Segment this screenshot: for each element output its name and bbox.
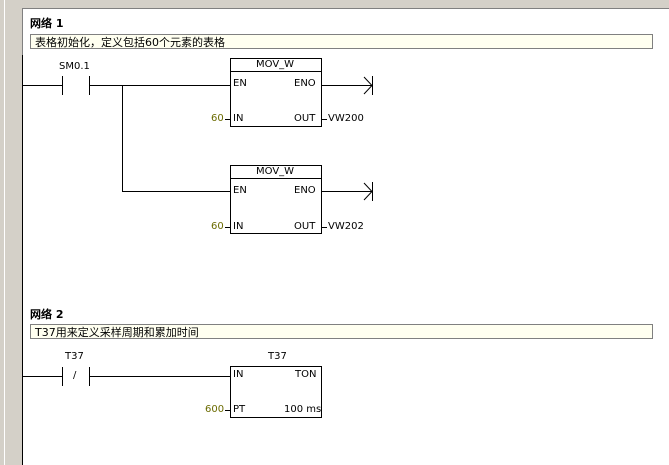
network-1-comment[interactable]: 表格初始化，定义包括60个元素的表格 xyxy=(30,34,653,49)
contact-negation-symbol: / xyxy=(73,370,77,381)
contact-sm01-label[interactable]: SM0.1 xyxy=(59,61,90,72)
box1-en: EN xyxy=(233,78,247,89)
network-2-rungs xyxy=(22,366,322,418)
editor-top-border xyxy=(22,0,669,9)
network-1-title[interactable]: 网络 1 xyxy=(30,17,64,30)
network-1-rungs xyxy=(22,58,373,234)
box1-name: MOV_W xyxy=(256,59,295,70)
box2-out: OUT xyxy=(294,221,316,232)
timer-pt: PT xyxy=(233,404,246,415)
box2-name: MOV_W xyxy=(256,166,295,177)
box2-out-value[interactable]: VW202 xyxy=(328,221,364,232)
timer-pt-value[interactable]: 600 xyxy=(205,404,225,415)
box1-out-value[interactable]: VW200 xyxy=(328,113,364,124)
timer-type: TON xyxy=(295,369,317,380)
box2-eno: ENO xyxy=(294,185,316,196)
contact-t37-label[interactable]: T37 xyxy=(65,351,84,362)
timer-box xyxy=(230,366,322,418)
box1-in-value[interactable]: 60 xyxy=(211,113,224,124)
mov-w-box-2 xyxy=(230,165,322,234)
box1-eno: ENO xyxy=(294,78,316,89)
box1-in: IN xyxy=(233,113,244,124)
mov-w-box-1 xyxy=(230,58,322,127)
timer-in: IN xyxy=(233,369,244,380)
box1-out: OUT xyxy=(294,113,316,124)
timer-name[interactable]: T37 xyxy=(268,351,287,362)
box2-in-value[interactable]: 60 xyxy=(211,221,224,232)
timer-base: 100 ms xyxy=(284,404,322,415)
box2-in: IN xyxy=(233,221,244,232)
box2-en: EN xyxy=(233,185,247,196)
network-2-title[interactable]: 网络 2 xyxy=(30,308,64,321)
network-2-comment[interactable]: T37用来定义采样周期和累加时间 xyxy=(30,324,653,339)
